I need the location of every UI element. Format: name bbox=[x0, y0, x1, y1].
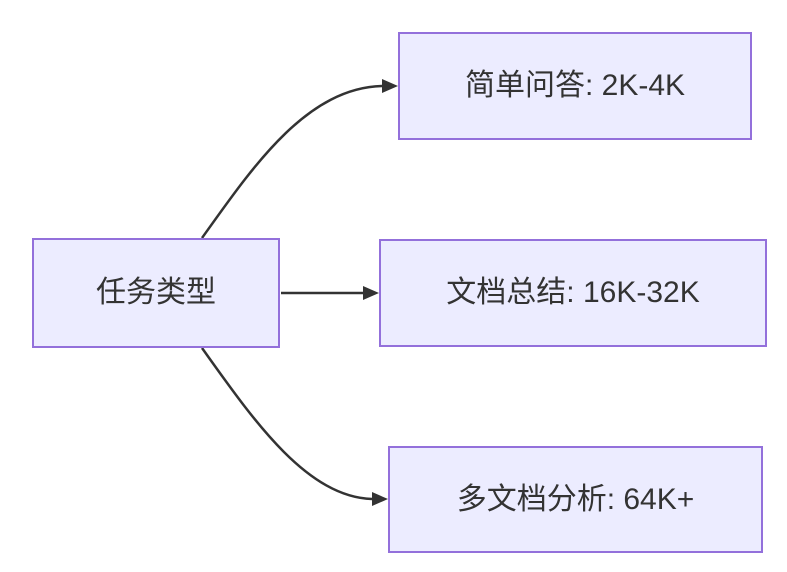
edge-to-multi-doc-arrowhead bbox=[372, 492, 388, 506]
edge-to-multi-doc bbox=[200, 347, 388, 506]
node-task-type-label: 任务类型 bbox=[96, 276, 216, 309]
edge-to-simple-qa-line bbox=[200, 84, 383, 239]
node-multi-doc: 多文档分析: 64K+ bbox=[388, 446, 763, 553]
edge-to-simple-qa bbox=[200, 79, 398, 239]
edge-to-doc-summary bbox=[281, 286, 379, 300]
node-simple-qa-label: 简单问答: 2K-4K bbox=[464, 69, 686, 102]
node-multi-doc-label: 多文档分析: 64K+ bbox=[456, 482, 695, 516]
node-task-type: 任务类型 bbox=[32, 238, 280, 348]
edge-to-simple-qa-arrowhead bbox=[382, 79, 398, 93]
node-doc-summary-label: 文档总结: 16K-32K bbox=[446, 276, 700, 309]
node-simple-qa: 简单问答: 2K-4K bbox=[398, 32, 752, 140]
node-doc-summary: 文档总结: 16K-32K bbox=[379, 239, 767, 347]
edge-to-multi-doc-line bbox=[200, 347, 373, 501]
edge-to-doc-summary-arrowhead bbox=[363, 286, 379, 300]
